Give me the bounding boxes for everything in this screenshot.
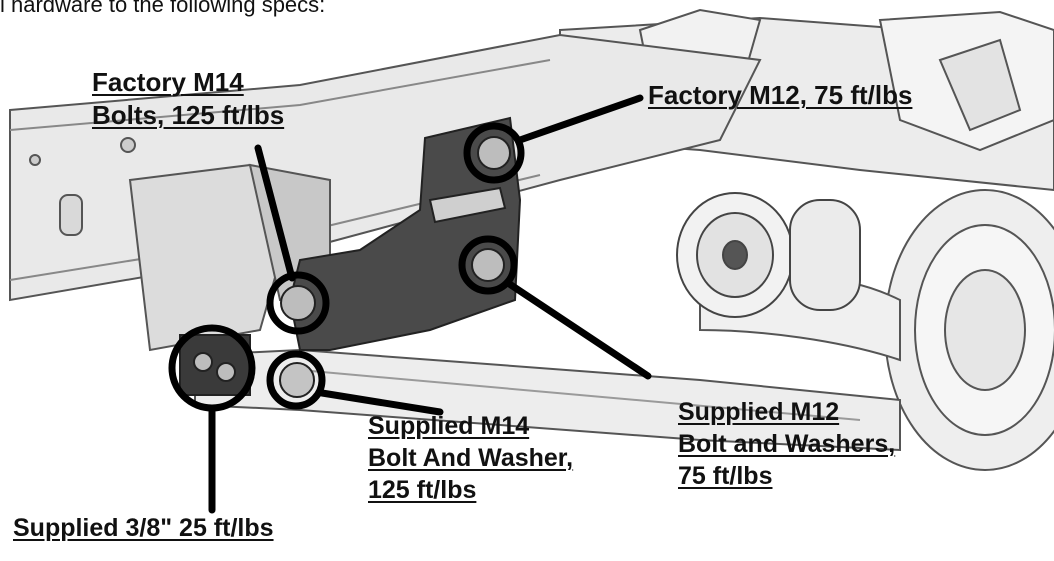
label-supplied-m14-line3: 125 ft/lbs: [368, 476, 477, 504]
leader-lines: [208, 94, 652, 514]
marker-supplied-m14: [266, 350, 326, 410]
relocation-bracket: [179, 116, 522, 396]
label-factory-m12: Factory M12, 75 ft/lbs: [648, 79, 912, 112]
label-factory-m14-line1: Factory M14: [92, 67, 244, 97]
label-supplied-38-line1: Supplied 3/8" 25 ft/lbs: [13, 514, 274, 542]
marker-factory-m14: [266, 271, 330, 335]
bolt-supplied-m12: [471, 248, 505, 282]
label-factory-m14: Factory M14 Bolts, 125 ft/lbs: [92, 66, 284, 133]
leader-factory-m12: [516, 94, 644, 144]
bolt-factory-m12: [477, 136, 511, 170]
label-factory-m14-line2: Bolts, 125 ft/lbs: [92, 100, 285, 131]
marker-supplied-m12: [458, 235, 518, 295]
bolt-supplied-38b: [216, 362, 236, 382]
label-supplied-38: Supplied 3/8" 25 ft/lbs: [13, 512, 274, 544]
marker-factory-m12: [463, 122, 525, 184]
bolt-supplied-m14: [279, 362, 315, 398]
bolt-supplied-38a: [193, 352, 213, 372]
label-supplied-m14: Supplied M14 Bolt And Washer, 125 ft/lbs: [368, 410, 573, 506]
axle-hub: [676, 192, 861, 318]
leader-supplied-m12: [504, 279, 652, 380]
bolt-heads: [193, 136, 511, 398]
label-factory-m12-line1: Factory M12, 75 ft/lbs: [648, 80, 913, 110]
label-supplied-m12-line1: Supplied M12: [678, 398, 840, 426]
leader-supplied-m14: [318, 389, 444, 416]
intro-text: l hardware to the following specs:: [0, 0, 326, 17]
label-supplied-m12-line2: Bolt and Washers,: [678, 430, 896, 458]
leader-factory-m14: [254, 144, 296, 282]
label-supplied-m14-line1: Supplied M14: [368, 412, 530, 440]
bolt-factory-m14: [280, 285, 316, 321]
label-supplied-m12-line3: 75 ft/lbs: [678, 462, 773, 490]
callout-markers: [168, 122, 525, 412]
label-supplied-m14-line2: Bolt And Washer,: [368, 444, 574, 472]
label-supplied-m12: Supplied M12 Bolt and Washers, 75 ft/lbs: [678, 396, 895, 492]
